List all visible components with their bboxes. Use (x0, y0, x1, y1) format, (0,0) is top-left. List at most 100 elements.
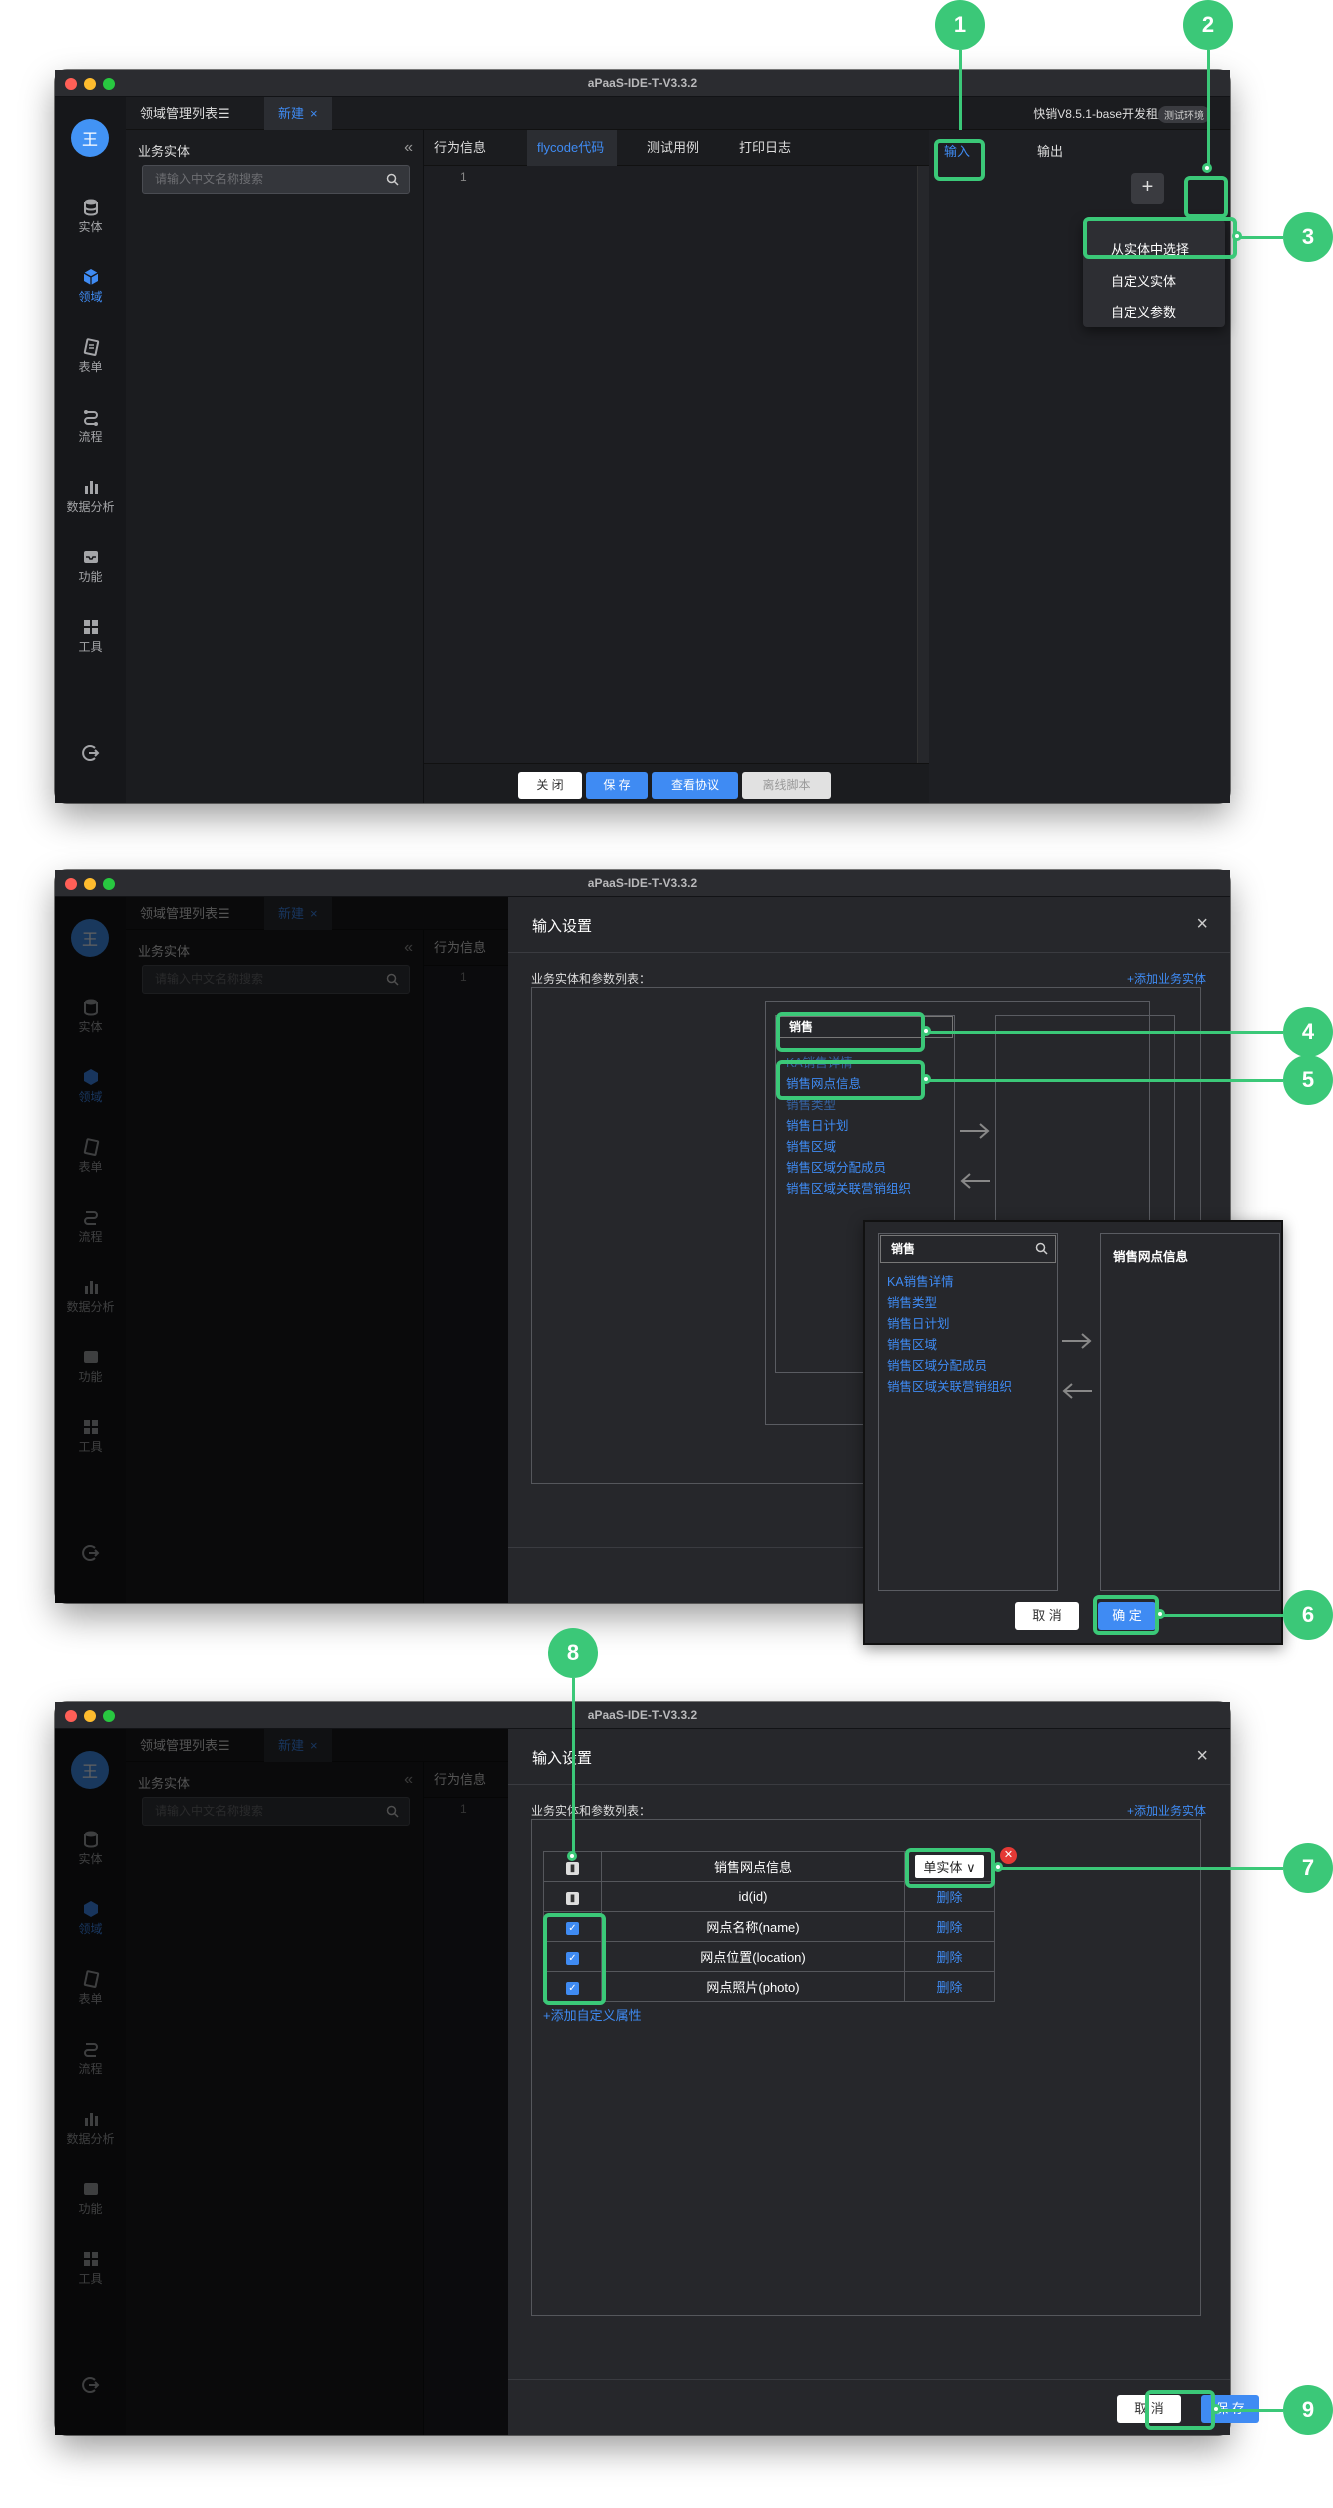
avatar[interactable]: 王 (71, 119, 109, 157)
transfer-item-selected[interactable]: 销售网点信息 (786, 1077, 862, 1091)
transfer-item[interactable]: 销售类型 (887, 1296, 938, 1310)
row-checkbox-cell[interactable]: ✓ (543, 1971, 602, 2002)
entity-search-input[interactable]: 请输入中文名称搜索 (142, 165, 410, 194)
row-checkbox[interactable]: ✓ (566, 1981, 579, 1995)
add-business-entity-link[interactable]: +添加业务实体 (1126, 1804, 1206, 1818)
callout-line (925, 1079, 1283, 1082)
nav-item-flow[interactable]: 流程 (55, 408, 126, 445)
code-area[interactable] (424, 166, 917, 763)
move-right-icon[interactable] (958, 1122, 992, 1140)
close-window-button[interactable] (65, 1710, 77, 1722)
select-all-checkbox[interactable]: ▮ (566, 1861, 579, 1875)
transfer-item[interactable]: 销售区域 (887, 1338, 938, 1352)
transfer-search-input[interactable]: 销售 (880, 1235, 1056, 1263)
callout-line (1215, 2409, 1283, 2412)
delete-link[interactable]: 删除 (904, 1941, 995, 1972)
cancel-button[interactable]: 取 消 (1015, 1602, 1079, 1630)
modal-header: 输入设置 × (508, 897, 1230, 953)
entity-name-header: 销售网点信息 (601, 1851, 905, 1882)
nav-label: 工具 (78, 640, 103, 654)
menu-item-select-from-entity[interactable]: 从实体中选择 (1111, 242, 1190, 257)
row-checkbox-cell[interactable]: ▮ (543, 1881, 602, 1912)
minimize-window-button[interactable] (84, 78, 96, 90)
tab-close-icon[interactable]: × (310, 106, 318, 121)
title-bar: aPaaS-IDE-T-V3.3.2 (55, 870, 1230, 897)
collapse-icon[interactable]: « (404, 139, 413, 156)
delete-link[interactable]: 删除 (904, 1971, 995, 2002)
add-business-entity-link[interactable]: +添加业务实体 (1126, 972, 1206, 986)
tab-print-log[interactable]: 打印日志 (739, 140, 792, 155)
tab-test-cases[interactable]: 测试用例 (647, 140, 700, 155)
callout-badge-3: 3 (1283, 212, 1333, 262)
save-button[interactable]: 保 存 (586, 772, 648, 799)
nav-item-entity[interactable]: 实体 (55, 198, 126, 235)
transfer-target-item[interactable]: 销售网点信息 (1113, 1250, 1189, 1264)
move-left-icon[interactable] (958, 1172, 992, 1190)
nav-item-function[interactable]: 功能 (55, 548, 126, 585)
row-checkbox[interactable]: ✓ (566, 1921, 579, 1935)
form-icon (83, 338, 99, 356)
close-icon[interactable]: × (1196, 913, 1208, 935)
nav-label: 流程 (78, 430, 103, 444)
confirm-button[interactable]: 确 定 (1098, 1602, 1156, 1630)
tab-domain-list[interactable]: 领域管理列表☰ (126, 97, 244, 130)
view-protocol-button[interactable]: 查看协议 (652, 772, 738, 799)
transfer-item[interactable]: 销售区域分配成员 (786, 1161, 887, 1175)
menu-item-custom-param[interactable]: 自定义参数 (1111, 305, 1177, 320)
close-icon[interactable]: × (1196, 1745, 1208, 1767)
tab-input[interactable]: 输入 (944, 144, 971, 159)
tab-new[interactable]: 新建× (264, 97, 332, 130)
row-checkbox[interactable]: ✓ (566, 1951, 579, 1965)
maximize-window-button[interactable] (103, 878, 115, 890)
close-window-button[interactable] (65, 78, 77, 90)
tab-flycode[interactable]: flycode代码 (527, 130, 617, 166)
nav-item-tools[interactable]: 工具 (55, 618, 126, 655)
minimize-window-button[interactable] (84, 1710, 96, 1722)
search-icon[interactable] (386, 173, 399, 186)
transfer-item[interactable]: 销售类型 (786, 1098, 837, 1112)
callout-badge-1: 1 (935, 0, 985, 50)
window-title: aPaaS-IDE-T-V3.3.2 (587, 1708, 698, 1722)
transfer-item[interactable]: 销售日计划 (786, 1119, 849, 1133)
entity-type-select[interactable]: 单实体 ∨ (915, 1855, 984, 1878)
attribute-name: 网点名称(name) (601, 1911, 905, 1942)
transfer-item[interactable]: 销售区域关联营销组织 (887, 1380, 1013, 1394)
cancel-button[interactable]: 取 消 (1117, 2395, 1181, 2423)
table-row: ✓ 网点名称(name) 删除 (543, 1911, 995, 1942)
minimize-window-button[interactable] (84, 878, 96, 890)
transfer-item[interactable]: KA销售详情 (887, 1275, 954, 1289)
move-right-icon[interactable] (1060, 1332, 1094, 1350)
nav-label: 表单 (78, 360, 103, 374)
add-input-button[interactable]: + (1131, 173, 1164, 204)
maximize-window-button[interactable] (103, 78, 115, 90)
move-left-icon[interactable] (1060, 1382, 1094, 1400)
nav-item-analytics[interactable]: 数据分析 (55, 478, 126, 515)
row-checkbox[interactable]: ▮ (566, 1891, 579, 1905)
offline-script-button[interactable]: 离线脚本 (742, 772, 831, 799)
remove-entity-icon[interactable]: ✕ (1000, 1847, 1017, 1864)
close-window-button[interactable] (65, 878, 77, 890)
nav-item-form[interactable]: 表单 (55, 338, 126, 375)
transfer-item[interactable]: 销售日计划 (887, 1317, 950, 1331)
callout-dot (921, 1074, 931, 1084)
add-custom-attribute-link[interactable]: +添加自定义属性 (543, 2008, 642, 2023)
transfer-item[interactable]: 销售区域关联营销组织 (786, 1182, 912, 1196)
entity-list-label: 业务实体和参数列表： (531, 1804, 652, 1818)
left-nav: 王 实体 领域 表单 流程 数据分析 功能 工具 (55, 97, 126, 803)
transfer-item[interactable]: 销售区域分配成员 (887, 1359, 988, 1373)
tab-behavior[interactable]: 行为信息 (434, 140, 487, 155)
nav-item-domain[interactable]: 领域 (55, 268, 126, 305)
maximize-window-button[interactable] (103, 1710, 115, 1722)
transfer-search-input[interactable]: 销售 (778, 1016, 953, 1038)
delete-link[interactable]: 删除 (904, 1911, 995, 1942)
attribute-name: id(id) (601, 1881, 905, 1912)
transfer-item[interactable]: 销售区域 (786, 1140, 837, 1154)
search-placeholder: 请输入中文名称搜索 (155, 172, 264, 186)
tab-output[interactable]: 输出 (1037, 144, 1064, 159)
search-icon[interactable] (1035, 1242, 1048, 1255)
ide-window-step3: aPaaS-IDE-T-V3.3.2 王 实体 领域 表单 流程 数据分析 功能… (55, 1702, 1259, 2435)
scrollbar[interactable] (917, 166, 929, 763)
menu-item-custom-entity[interactable]: 自定义实体 (1111, 274, 1177, 289)
logout-icon[interactable] (80, 743, 100, 763)
close-button[interactable]: 关 闭 (518, 772, 582, 799)
